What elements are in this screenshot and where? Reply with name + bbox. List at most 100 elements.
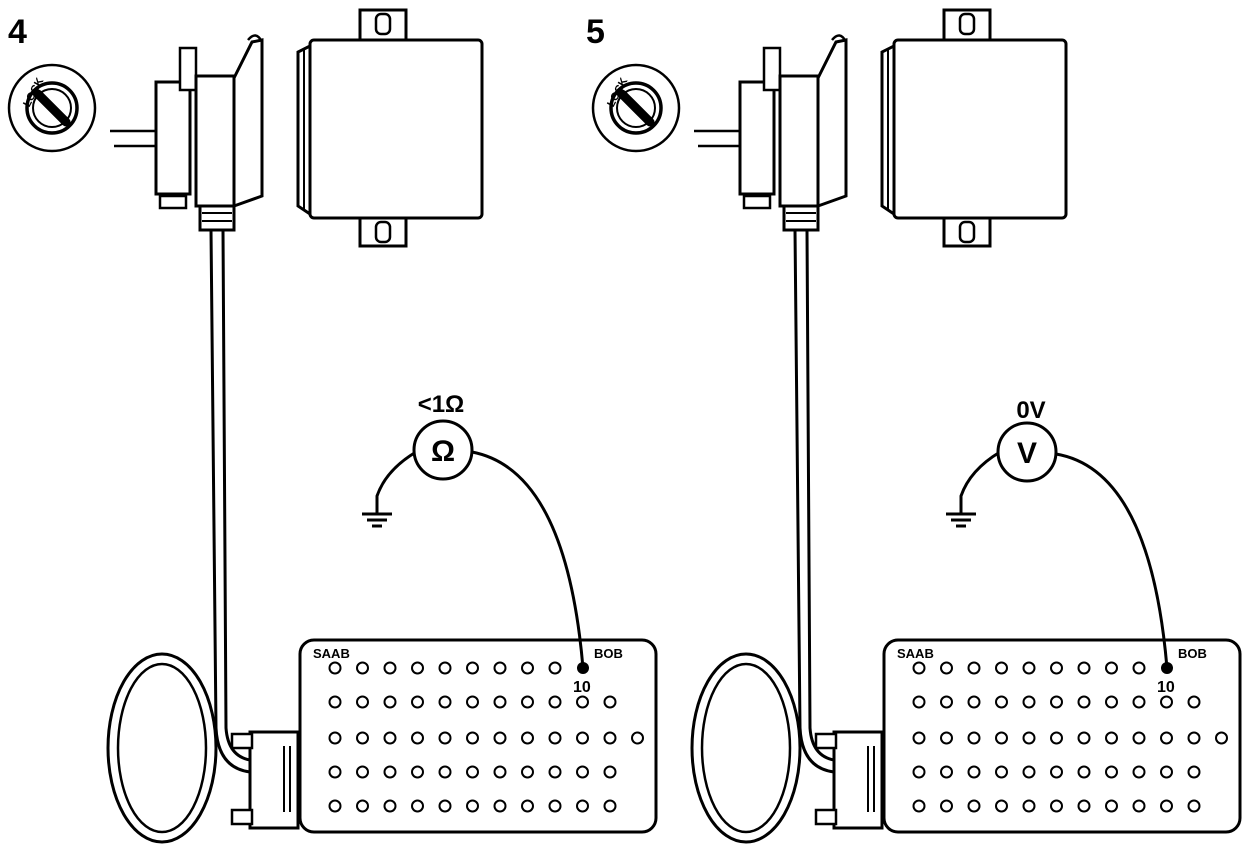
pin-hole bbox=[466, 765, 479, 779]
pin-hole bbox=[995, 799, 1008, 813]
pin-hole bbox=[1215, 731, 1228, 745]
pin-hole bbox=[493, 731, 507, 745]
pin-hole bbox=[1105, 765, 1118, 779]
pin-hole bbox=[466, 695, 479, 709]
pin-hole bbox=[1187, 731, 1201, 745]
meter-reading: 0V bbox=[1016, 397, 1045, 424]
probe-lead bbox=[471, 450, 585, 669]
breakout-box: SAAB BOB 10 bbox=[882, 638, 1242, 834]
pin-hole bbox=[1077, 765, 1091, 779]
pin-hole bbox=[521, 731, 534, 745]
pin-hole bbox=[967, 731, 981, 745]
pin-hole bbox=[1160, 695, 1173, 709]
pin-hole bbox=[940, 799, 953, 813]
pin-hole bbox=[995, 661, 1008, 675]
box-model-label: BOB bbox=[594, 646, 623, 661]
pin-hole bbox=[521, 695, 534, 709]
pin-hole bbox=[603, 799, 617, 813]
pin-hole bbox=[1160, 799, 1173, 813]
pin-hole bbox=[356, 661, 369, 675]
box-model-label: BOB bbox=[1178, 646, 1207, 661]
pin-hole bbox=[328, 731, 342, 745]
pin-hole bbox=[912, 695, 926, 709]
pin-hole bbox=[328, 799, 342, 813]
pin-hole bbox=[631, 731, 644, 745]
pin-hole bbox=[521, 661, 534, 675]
pin-hole bbox=[1077, 695, 1091, 709]
pin-hole bbox=[521, 799, 534, 813]
pin-hole bbox=[1187, 695, 1201, 709]
step-number: 5 bbox=[586, 13, 605, 51]
pin-hole bbox=[466, 799, 479, 813]
pin-number-label: 10 bbox=[1157, 679, 1175, 696]
pin-hole bbox=[328, 661, 342, 675]
pin-hole bbox=[1022, 695, 1036, 709]
pin-hole bbox=[548, 695, 562, 709]
pin-hole bbox=[603, 731, 617, 745]
pin-hole bbox=[411, 661, 424, 675]
pin-hole bbox=[521, 765, 534, 779]
pin-hole bbox=[438, 695, 452, 709]
pin-hole bbox=[576, 765, 589, 779]
pin-hole bbox=[940, 661, 953, 675]
breakout-box: SAAB BOB 10 bbox=[298, 638, 658, 834]
pin-hole bbox=[1132, 799, 1146, 813]
ohmmeter: Ω <1Ω bbox=[412, 391, 474, 481]
ignition-key-icon: LOCK bbox=[7, 63, 97, 153]
pin-hole bbox=[548, 731, 562, 745]
pin-hole bbox=[995, 695, 1008, 709]
pin-hole bbox=[967, 661, 981, 675]
pin-hole bbox=[1050, 765, 1063, 779]
box-brand-label: SAAB bbox=[313, 646, 350, 661]
pin-hole bbox=[1132, 765, 1146, 779]
probe-lead bbox=[1055, 452, 1169, 669]
pin-hole bbox=[356, 731, 369, 745]
pin-hole bbox=[493, 765, 507, 779]
pin-hole bbox=[356, 799, 369, 813]
pin-hole bbox=[912, 765, 926, 779]
harness-connector bbox=[738, 34, 848, 232]
pin-hole bbox=[438, 799, 452, 813]
meter-symbol: Ω bbox=[431, 435, 455, 468]
pin-hole bbox=[438, 731, 452, 745]
ground-icon bbox=[946, 450, 1001, 528]
pin-hole bbox=[438, 661, 452, 675]
pin-hole bbox=[383, 695, 397, 709]
pin-hole bbox=[1132, 695, 1146, 709]
pin-hole bbox=[967, 765, 981, 779]
pin-hole bbox=[1077, 731, 1091, 745]
voltmeter: V 0V bbox=[996, 397, 1058, 483]
pin-hole bbox=[493, 799, 507, 813]
pin-hole bbox=[1132, 661, 1146, 675]
harness-connector bbox=[154, 34, 264, 232]
pin-hole bbox=[411, 695, 424, 709]
pin-hole bbox=[1105, 695, 1118, 709]
pin-hole bbox=[383, 661, 397, 675]
pin-hole bbox=[967, 799, 981, 813]
pin-hole bbox=[1132, 731, 1146, 745]
pin-hole bbox=[466, 661, 479, 675]
panel-step-4: 4 LOCK bbox=[7, 8, 658, 844]
pin-hole bbox=[1105, 799, 1118, 813]
pin-hole bbox=[356, 765, 369, 779]
pin-hole bbox=[912, 799, 926, 813]
control-module bbox=[880, 8, 1068, 248]
test-plug bbox=[230, 730, 300, 830]
pin-hole bbox=[1022, 731, 1036, 745]
control-module bbox=[296, 8, 484, 248]
pin-hole bbox=[1187, 799, 1201, 813]
pin-hole bbox=[995, 731, 1008, 745]
pin-hole bbox=[1160, 765, 1173, 779]
pin-hole bbox=[466, 731, 479, 745]
ground-icon bbox=[362, 450, 417, 528]
pin-hole bbox=[328, 695, 342, 709]
pin-hole bbox=[548, 799, 562, 813]
pin-hole bbox=[383, 799, 397, 813]
pin-hole bbox=[940, 695, 953, 709]
pin-hole bbox=[1160, 731, 1173, 745]
pin-hole bbox=[995, 765, 1008, 779]
pin-hole bbox=[383, 731, 397, 745]
pin-hole bbox=[1050, 731, 1063, 745]
pin-hole bbox=[603, 695, 617, 709]
